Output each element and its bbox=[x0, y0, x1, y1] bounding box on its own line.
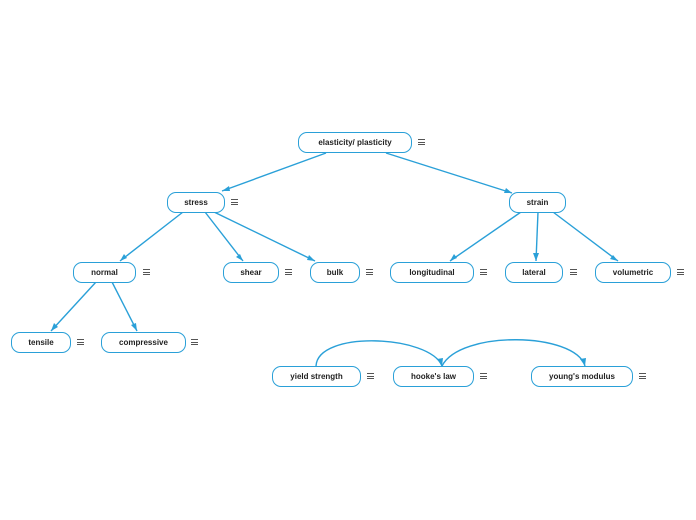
node-strain[interactable]: strain bbox=[509, 192, 566, 213]
arrowhead-strain-volumetric bbox=[610, 255, 618, 261]
arrowhead-normal-compressive bbox=[131, 323, 137, 331]
edge-root-strain bbox=[385, 152, 513, 194]
hamburger-menu-icon[interactable] bbox=[677, 269, 684, 275]
arrowhead-yield-strength-hookes-law bbox=[437, 358, 443, 366]
node-tensile[interactable]: tensile bbox=[11, 332, 71, 353]
node-label: longitudinal bbox=[409, 268, 455, 277]
arrowhead-hookes-law-youngs-modulus bbox=[580, 358, 586, 366]
arrowhead-root-strain bbox=[504, 188, 512, 193]
arrowhead-stress-shear bbox=[236, 254, 243, 261]
node-label: hooke's law bbox=[410, 372, 457, 381]
node-stress[interactable]: stress bbox=[167, 192, 225, 213]
node-label: compressive bbox=[119, 338, 168, 347]
node-label: normal bbox=[91, 268, 118, 277]
node-shear[interactable]: shear bbox=[223, 262, 279, 283]
node-youngs-modulus[interactable]: young's modulus bbox=[531, 366, 633, 387]
arrowhead-normal-tensile bbox=[51, 323, 58, 331]
hamburger-menu-icon[interactable] bbox=[366, 269, 373, 275]
hamburger-menu-icon[interactable] bbox=[418, 139, 425, 145]
arrowhead-strain-lateral bbox=[533, 253, 539, 261]
node-yield-strength[interactable]: yield strength bbox=[272, 366, 361, 387]
node-label: stress bbox=[184, 198, 208, 207]
node-label: tensile bbox=[28, 338, 54, 347]
node-lateral[interactable]: lateral bbox=[505, 262, 563, 283]
edge-strain-volumetric bbox=[552, 211, 619, 262]
node-bulk[interactable]: bulk bbox=[310, 262, 360, 283]
edge-strain-lateral bbox=[535, 211, 539, 262]
arrowhead-strain-longitudinal bbox=[450, 254, 457, 261]
hamburger-menu-icon[interactable] bbox=[143, 269, 150, 275]
node-normal[interactable]: normal bbox=[73, 262, 136, 283]
hamburger-menu-icon[interactable] bbox=[231, 199, 238, 205]
hamburger-menu-icon[interactable] bbox=[639, 373, 646, 379]
arrowhead-stress-bulk bbox=[307, 255, 315, 261]
node-hookes-law[interactable]: hooke's law bbox=[393, 366, 474, 387]
arrowhead-stress-normal bbox=[120, 254, 127, 261]
hamburger-menu-icon[interactable] bbox=[191, 339, 198, 345]
edge-normal-compressive bbox=[111, 281, 138, 332]
node-volumetric[interactable]: volumetric bbox=[595, 262, 671, 283]
edge-normal-tensile bbox=[50, 281, 97, 332]
node-label: young's modulus bbox=[549, 372, 615, 381]
hamburger-menu-icon[interactable] bbox=[77, 339, 84, 345]
node-label: volumetric bbox=[612, 268, 654, 277]
edge-stress-normal bbox=[119, 211, 184, 262]
edge-stress-bulk bbox=[213, 211, 316, 262]
node-label: yield strength bbox=[290, 372, 343, 381]
edge-root-stress bbox=[221, 152, 327, 192]
edge-strain-longitudinal bbox=[449, 211, 522, 262]
edge-hookes-law-youngs-modulus bbox=[441, 339, 586, 367]
edge-stress-shear bbox=[204, 211, 244, 262]
hamburger-menu-icon[interactable] bbox=[367, 373, 374, 379]
node-compressive[interactable]: compressive bbox=[101, 332, 186, 353]
edge-yield-strength-hookes-law bbox=[315, 340, 443, 367]
node-label: elasticity/ plasticity bbox=[318, 138, 392, 147]
node-elasticity-plasticity[interactable]: elasticity/ plasticity bbox=[298, 132, 412, 153]
hamburger-menu-icon[interactable] bbox=[480, 373, 487, 379]
node-label: strain bbox=[526, 198, 549, 207]
node-label: bulk bbox=[326, 268, 344, 277]
node-label: shear bbox=[240, 268, 262, 277]
hamburger-menu-icon[interactable] bbox=[285, 269, 292, 275]
hamburger-menu-icon[interactable] bbox=[480, 269, 487, 275]
arrowhead-root-stress bbox=[222, 186, 230, 191]
node-label: lateral bbox=[522, 268, 546, 277]
hamburger-menu-icon[interactable] bbox=[570, 269, 577, 275]
node-longitudinal[interactable]: longitudinal bbox=[390, 262, 474, 283]
